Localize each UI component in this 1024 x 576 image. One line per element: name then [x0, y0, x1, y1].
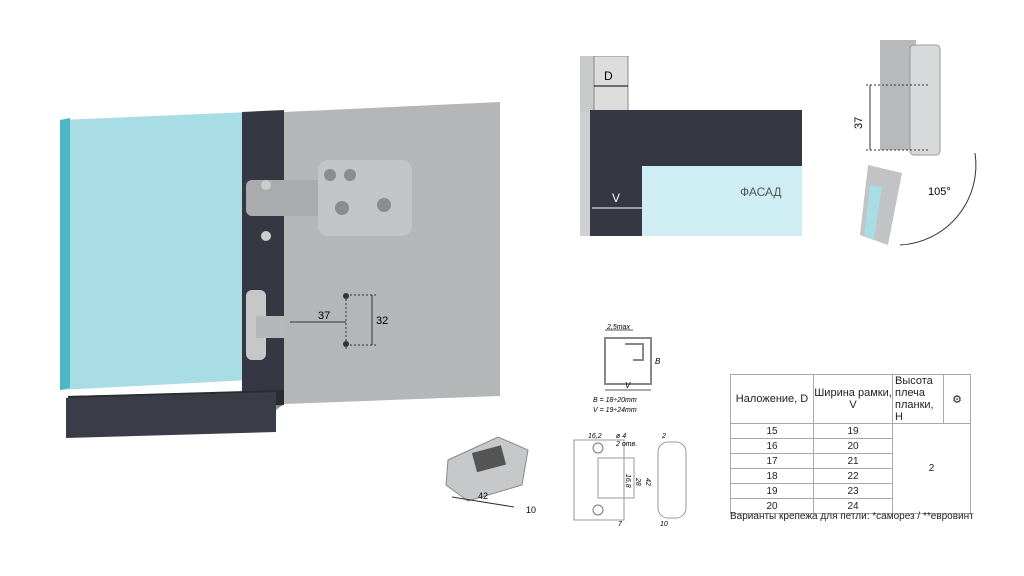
header-frame-width: Ширина рамки, V [813, 374, 893, 424]
profile-cross-section: 2,5max B V B = 18÷20mm V = 19÷24mm [593, 324, 661, 414]
screw-icon [324, 169, 336, 181]
cell: 16 [730, 438, 814, 454]
hinge-mounting-plate [318, 160, 412, 236]
dim-16-2: 16,2 [588, 433, 602, 440]
plate-height-label: 10 [526, 505, 536, 515]
dim-32-label: 32 [376, 315, 388, 327]
hinge-assembly-illustration: 37 32 [60, 102, 500, 438]
cell: 22 [813, 468, 893, 484]
dim-42: 42 [644, 478, 651, 486]
dim-hole: ø 4 [616, 433, 626, 440]
facade-label: ФАСАД [740, 185, 782, 199]
cell: 21 [813, 453, 893, 469]
screw-types-icon: ⚙ [943, 374, 971, 424]
side-dim-37-label: 37 [853, 117, 865, 129]
profile-b-label: B [655, 357, 661, 366]
frame-v-label: V [612, 191, 620, 205]
dim-holes-count: 2 отв. [615, 441, 637, 448]
cabinet-side-panel [284, 102, 500, 404]
header-shoulder-height: Высота плеча планки, H [892, 374, 944, 424]
cell: 17 [730, 453, 814, 469]
dimensions-table: Наложение, D Ширина рамки, V Высота плеч… [730, 374, 971, 514]
glass-facade [642, 166, 802, 236]
opening-angle-view: 37 105° [853, 40, 977, 246]
profile-top-dim: 2,5max [606, 324, 630, 331]
fastener-note: Варианты крепежа для петли: *саморез / *… [730, 511, 974, 522]
cell: 24 [813, 498, 893, 514]
angle-105-label: 105° [928, 186, 951, 198]
formula-b: B = 18÷20mm [593, 397, 637, 404]
h-value-cell: 2 [892, 423, 971, 514]
cell: 20 [813, 438, 893, 454]
cell: 15 [730, 423, 814, 439]
dim-7: 7 [618, 521, 623, 528]
dim-16-8: 16,8 [624, 474, 631, 488]
dim-2: 2 [661, 433, 666, 440]
cell: 19 [813, 423, 893, 439]
formula-v: V = 19÷24mm [593, 407, 637, 414]
mounting-plate-illustration: 42 10 [445, 436, 536, 515]
dim-28: 28 [634, 477, 641, 486]
plate-length-label: 42 [478, 491, 488, 501]
cell: 23 [813, 483, 893, 499]
header-overlay: Наложение, D [730, 374, 814, 424]
dim-10: 10 [660, 521, 668, 528]
profile-v-label: V [625, 381, 631, 390]
section-view: D V ФАСАД [580, 56, 802, 236]
cell: 19 [730, 483, 814, 499]
aluminium-frame [68, 110, 284, 412]
plate-technical-drawing: 16,2 ø 4 2 отв. 16,8 28 7 2 42 10 [573, 433, 687, 528]
glass-panel [60, 112, 250, 390]
dim-37-label: 37 [318, 310, 330, 322]
cell: 18 [730, 468, 814, 484]
overlay-d-label: D [604, 69, 613, 83]
